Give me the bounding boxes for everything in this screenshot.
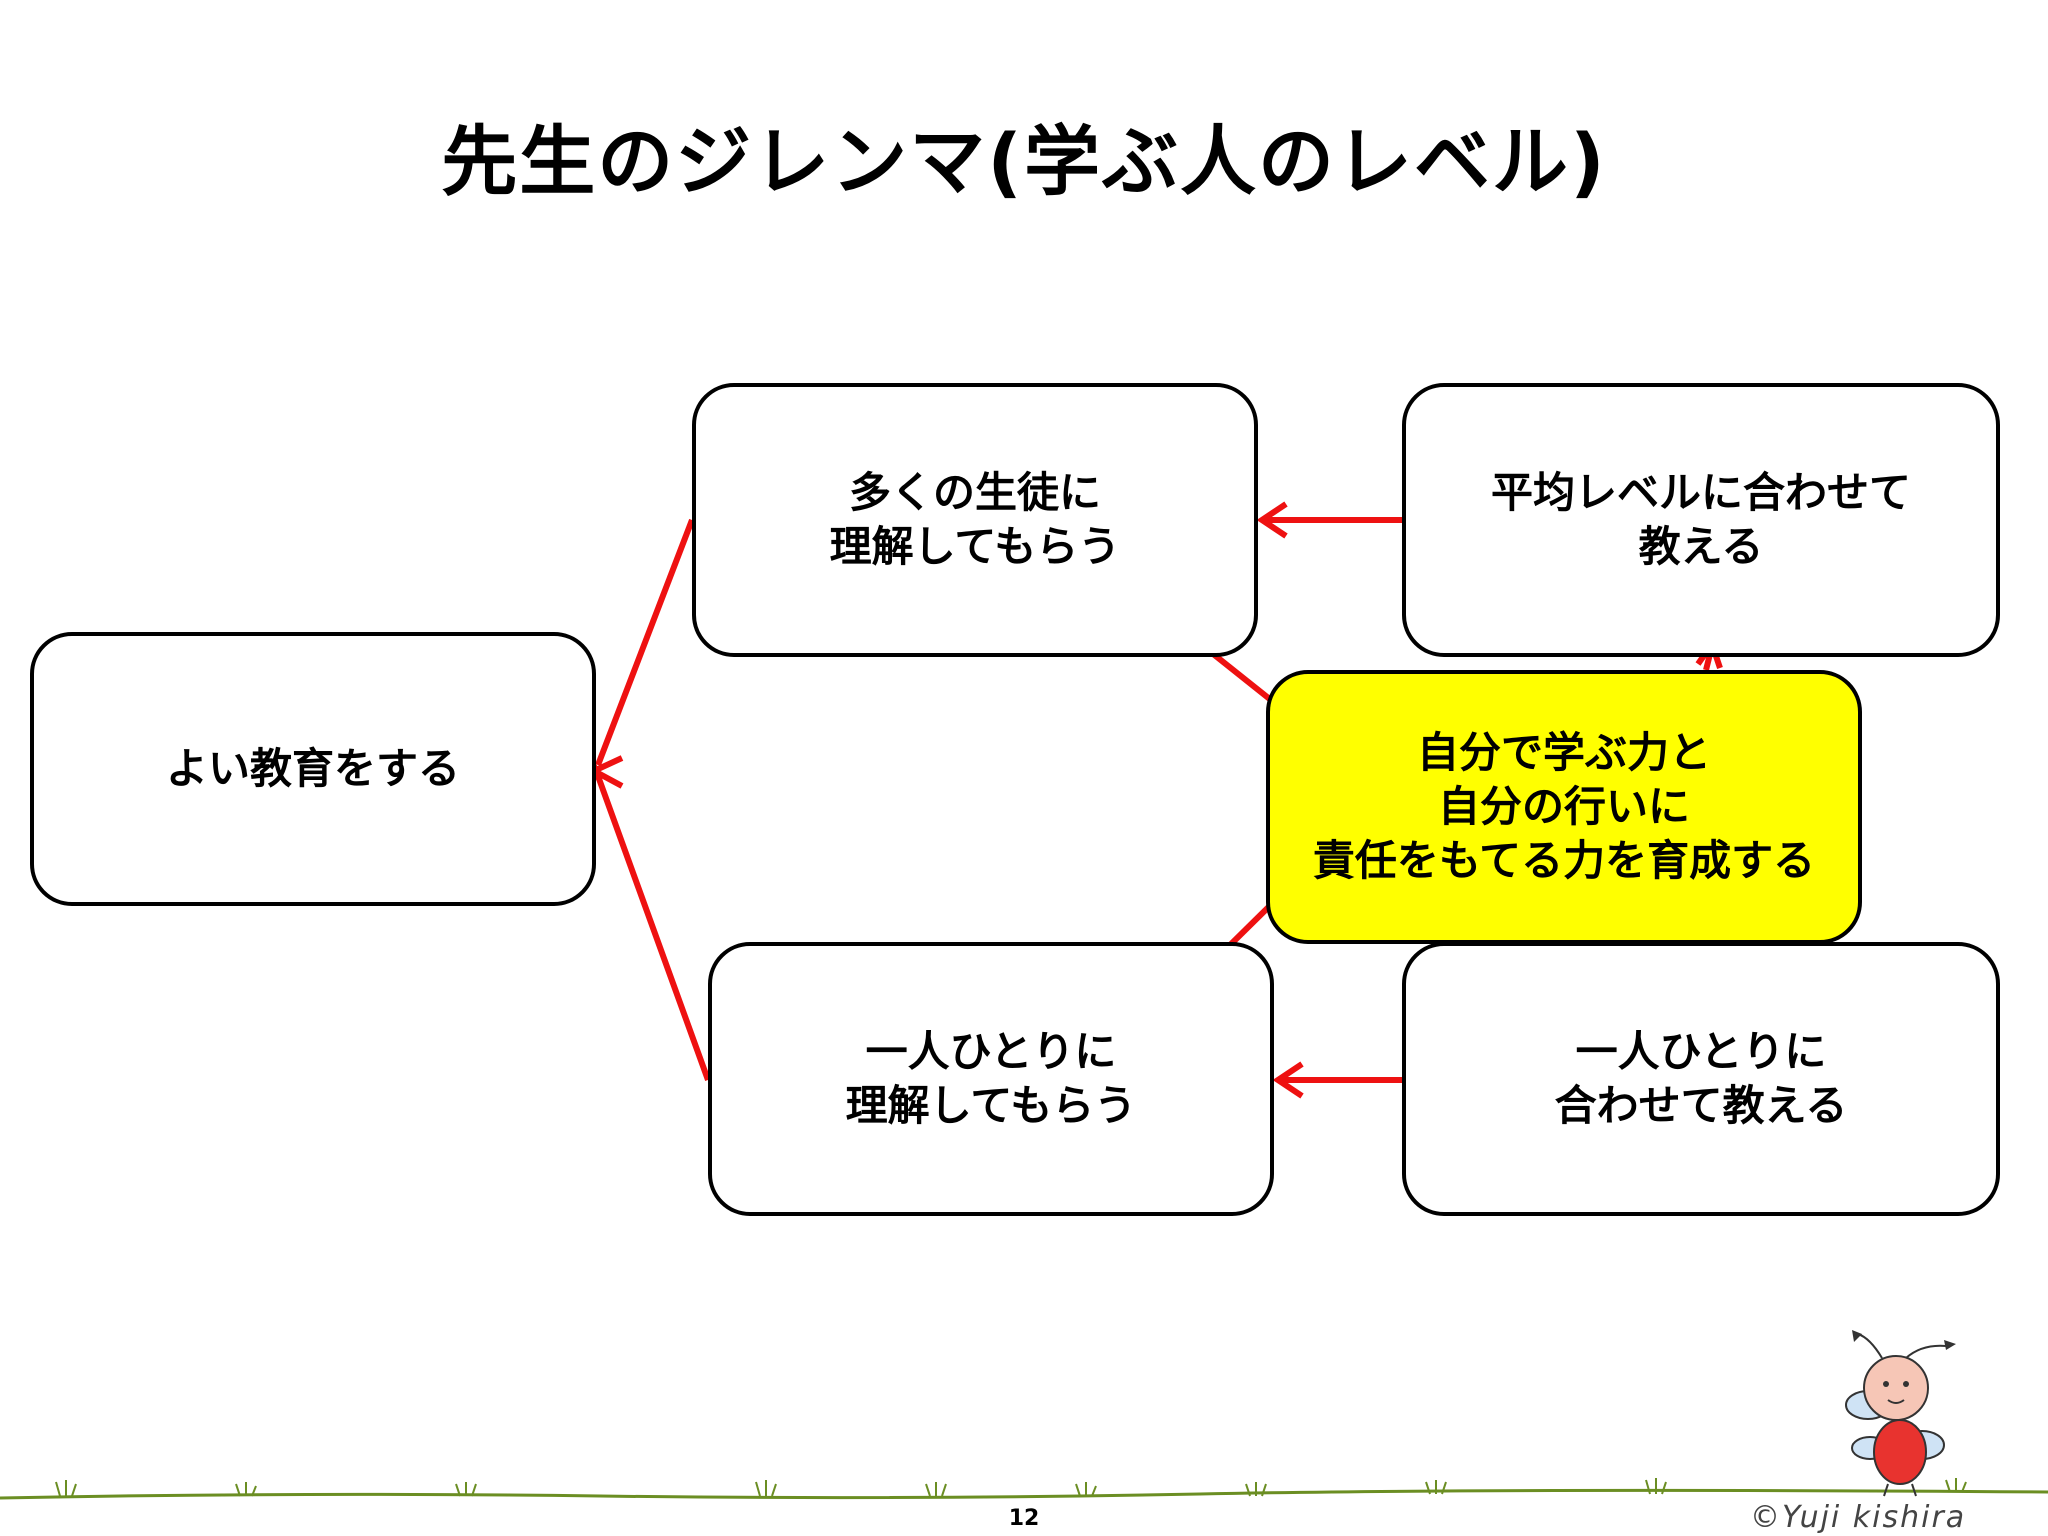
box-many-students: 多くの生徒に 理解してもらう [692,383,1258,657]
ladybug-mascot-icon [1845,1330,1956,1497]
arrow-many-to-good [595,518,695,767]
box-individual-teach-line-2: 合わせて教える [1554,1081,1848,1130]
box-many-students-line-1: 多くの生徒に [848,468,1101,517]
arrow-each-to-good [595,774,711,1082]
box-each-understands-line-1: 一人ひとりに [865,1027,1117,1076]
box-average-level: 平均レベルに合わせて 教える [1402,383,2000,657]
box-center-line-3: 責任をもてる力を育成する [1312,836,1816,885]
box-many-students-line-2: 理解してもらう [829,522,1121,571]
slide-title: 先生のジレンマ(学ぶ人のレベル) [441,117,1607,206]
box-individual-teach: 一人ひとりに 合わせて教える [1402,942,2000,1216]
grass-line [0,1488,2048,1500]
box-average-level-line-2: 教える [1638,522,1764,571]
box-each-understands: 一人ひとりに 理解してもらう [708,942,1274,1216]
arrowhead-avg-to-many [1256,501,1288,539]
box-center-highlight: 自分で学ぶ力と 自分の行いに 責任をもてる力を育成する [1266,670,1862,944]
box-individual-teach-line-1: 一人ひとりに [1575,1027,1827,1076]
box-center-line-2: 自分の行いに [1437,782,1690,831]
copyright-text: ©Yuji kishira [1750,1500,1967,1535]
page-number: 12 [1008,1506,1040,1531]
box-center-line-1: 自分で学ぶ力と [1416,728,1711,777]
arrowhead-indiv-to-each [1272,1061,1304,1099]
box-good-education: よい教育をする [30,632,596,906]
box-good-education-line-1: よい教育をする [165,744,460,793]
grass-tufts [55,1478,1967,1497]
box-average-level-line-1: 平均レベルに合わせて [1490,468,1911,517]
box-each-understands-line-2: 理解してもらう [845,1081,1137,1130]
